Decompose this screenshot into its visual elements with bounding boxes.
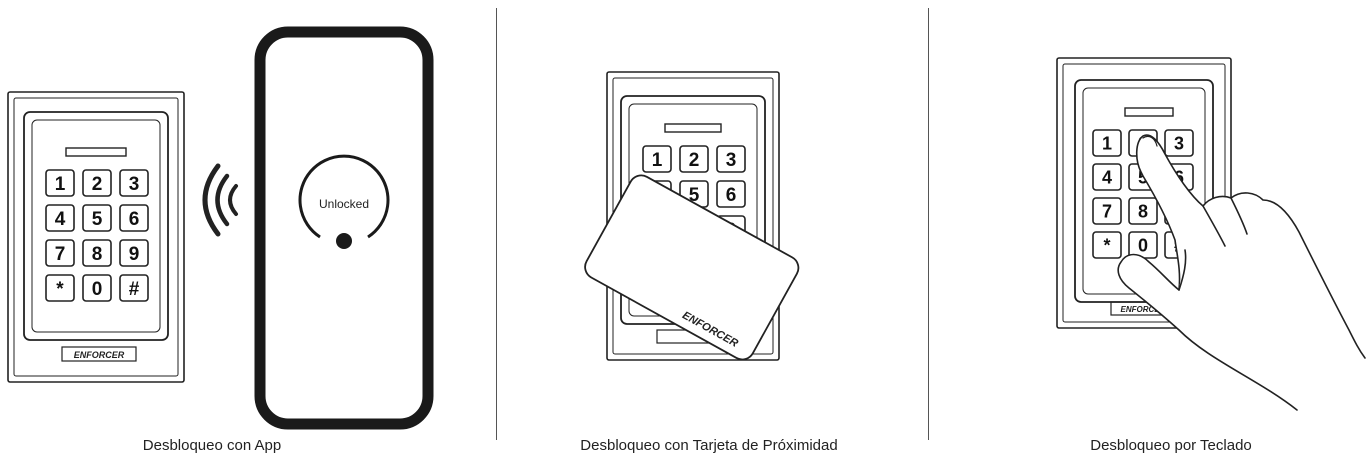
keypad-key-label: # bbox=[129, 279, 140, 300]
keypad-key-label: 0 bbox=[1138, 235, 1148, 255]
keypad-key-label: 5 bbox=[92, 209, 103, 230]
divider-1 bbox=[496, 8, 497, 440]
keypad-key: 8 bbox=[1128, 197, 1158, 225]
keypad-key: 3 bbox=[1164, 129, 1194, 157]
keypad-key-label: 5 bbox=[689, 185, 700, 206]
keypad-key: 2 bbox=[82, 169, 112, 197]
keypad-key: 2 bbox=[679, 145, 709, 173]
caption-app: Desbloqueo con App bbox=[142, 437, 282, 454]
keypad-key: 3 bbox=[119, 169, 149, 197]
keypad-key: 4 bbox=[45, 204, 75, 232]
keypad-key-label: 2 bbox=[689, 150, 700, 171]
keypad-key: * bbox=[1092, 231, 1122, 259]
keypad-key: 6 bbox=[119, 204, 149, 232]
unlock-ring-icon bbox=[298, 154, 390, 249]
keypad-key-label: 6 bbox=[129, 209, 140, 230]
brand-label: ENFORCER bbox=[1121, 305, 1166, 314]
caption-card: Desbloqueo con Tarjeta de Próximidad bbox=[580, 437, 838, 454]
keypad-key: # bbox=[119, 274, 149, 302]
keypad-key-label: 9 bbox=[129, 244, 140, 265]
keypad-key: 1 bbox=[45, 169, 75, 197]
keypad-key-label: 3 bbox=[726, 150, 737, 171]
panel-app-unlock: 1 2 3 4 5 6 7 8 9 * 0 # ENFORCER Unlocked Desbloque… bbox=[0, 0, 495, 462]
keypad-key: 3 bbox=[716, 145, 746, 173]
keypad-key-label: 8 bbox=[92, 244, 103, 265]
keypad-key-label: 1 bbox=[55, 174, 66, 195]
keypad-key: 0 bbox=[82, 274, 112, 302]
brand-label: ENFORCER bbox=[74, 350, 125, 360]
keypad-key-label: 2 bbox=[92, 174, 103, 195]
wireless-signal-icon bbox=[202, 163, 238, 237]
keypad-key: 6 bbox=[716, 180, 746, 208]
smartphone bbox=[254, 26, 434, 430]
keypad-key-label: 3 bbox=[1174, 133, 1184, 153]
keypad-key-label: 4 bbox=[55, 209, 66, 230]
keypad-key: 7 bbox=[45, 239, 75, 267]
keypad-key-label: 0 bbox=[92, 279, 103, 300]
keypad-key-label: 3 bbox=[129, 174, 140, 195]
keypad-key-label: 7 bbox=[55, 244, 66, 265]
phone-status: Unlocked bbox=[319, 197, 369, 211]
hand-pressing-icon bbox=[1117, 134, 1366, 411]
keypad-key: 9 bbox=[119, 239, 149, 267]
keypad-key-label: 8 bbox=[1138, 201, 1148, 221]
keypad-key-label: 1 bbox=[1102, 133, 1112, 153]
keypad-key: 8 bbox=[82, 239, 112, 267]
keypad-device bbox=[7, 91, 185, 383]
keypad-key-label: 4 bbox=[1102, 167, 1112, 187]
divider-2 bbox=[928, 8, 929, 440]
keypad-key: 7 bbox=[1092, 197, 1122, 225]
keypad-keys: 1 2 3 4 5 6 7 8 9 * 0 # bbox=[45, 169, 149, 302]
keypad-key-label: 1 bbox=[652, 150, 663, 171]
keypad-key: 5 bbox=[82, 204, 112, 232]
app-unlock-illustration: 1 2 3 4 5 6 7 8 9 * 0 # ENFORCER Unlocked bbox=[7, 26, 434, 430]
keypad-key: 1 bbox=[642, 145, 672, 173]
keypad-key-label: * bbox=[1103, 235, 1110, 255]
keypad-key-label: 6 bbox=[726, 185, 737, 206]
keypad-key-label: * bbox=[56, 279, 64, 300]
keypad-key: * bbox=[45, 274, 75, 302]
keypad-key-label: 7 bbox=[1102, 201, 1112, 221]
keypad-key: 4 bbox=[1092, 163, 1122, 191]
caption-keypad: Desbloqueo por Teclado bbox=[1090, 437, 1252, 454]
keypad-key: 1 bbox=[1092, 129, 1122, 157]
